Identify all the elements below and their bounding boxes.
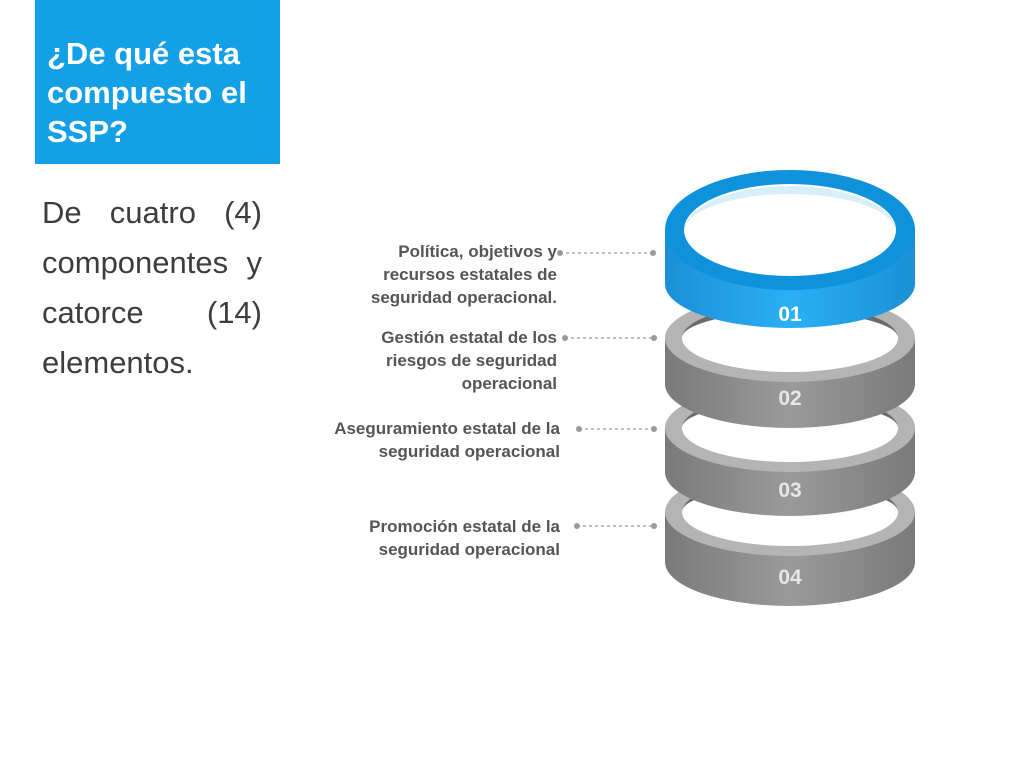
connector-4 xyxy=(574,523,657,529)
title-line-1: ¿De qué esta xyxy=(47,36,240,71)
ring-number-04: 04 xyxy=(778,566,802,589)
connector-3 xyxy=(576,426,657,432)
component-label-4: Promoción estatal de la seguridad operac… xyxy=(369,517,560,559)
ring-number-02: 02 xyxy=(778,387,801,410)
ring-number-01: 01 xyxy=(778,303,802,326)
ring-number-03: 03 xyxy=(778,479,801,502)
component-label-2: Gestión estatal de los riesgos de seguri… xyxy=(381,328,557,393)
connector-2 xyxy=(562,335,657,341)
title-line-2: compuesto el xyxy=(47,75,247,110)
component-label-3: Aseguramiento estatal de la seguridad op… xyxy=(334,419,560,461)
component-label-1: Política, objetivos y recursos estatales… xyxy=(370,242,557,307)
slide-title: ¿De qué esta compuesto el SSP? xyxy=(47,34,270,151)
connector-1 xyxy=(557,250,656,256)
title-line-3: SSP? xyxy=(47,114,128,149)
title-banner: ¿De qué esta compuesto el SSP? xyxy=(35,0,280,164)
ring-01: 01 xyxy=(665,170,915,328)
body-text: De cuatro (4) componentes y catorce (14)… xyxy=(42,195,262,380)
